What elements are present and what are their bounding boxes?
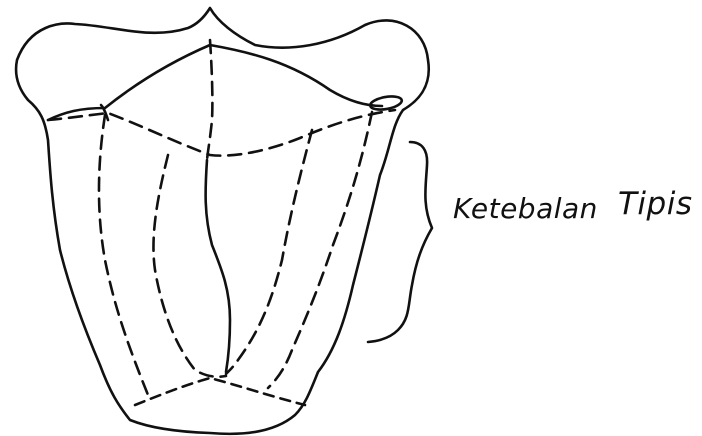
thickness-label: Ketebalan — [453, 192, 598, 225]
left-outer-dashed — [99, 115, 148, 395]
thin-label: Tipis — [618, 186, 693, 222]
midline-solid — [206, 160, 230, 372]
upper-edge-curve — [48, 45, 382, 120]
outer-outline — [16, 8, 429, 434]
right-shoulder-mark — [369, 94, 403, 111]
left-inner-dashed — [153, 155, 226, 377]
right-outer-dashed — [268, 112, 372, 388]
midline-dashed — [207, 40, 212, 160]
right-inner-dashed — [226, 130, 312, 374]
bottom-basin-dashed — [135, 378, 305, 405]
curly-brace — [368, 142, 432, 342]
